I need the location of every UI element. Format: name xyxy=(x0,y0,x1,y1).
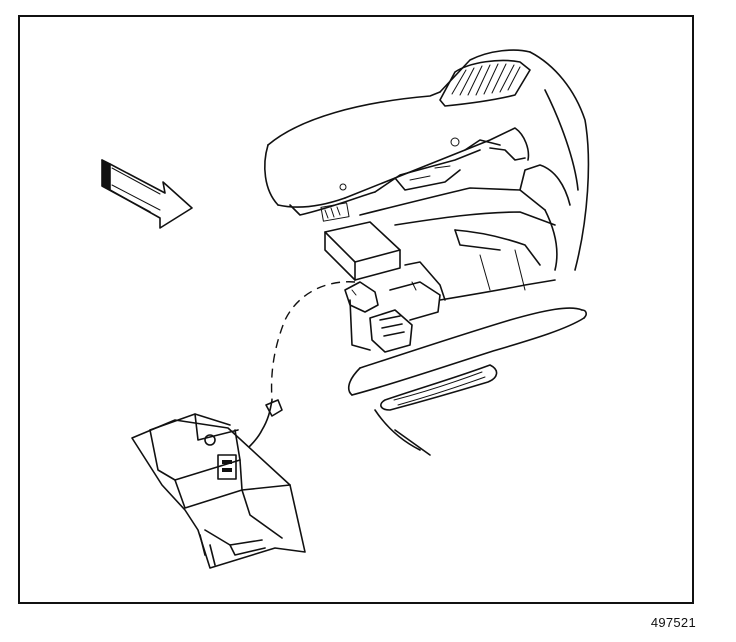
trim-panel-with-outlet xyxy=(131,413,306,569)
figure-frame xyxy=(18,15,694,604)
power-outlet xyxy=(217,454,237,480)
lower-air-vent xyxy=(380,364,498,411)
upper-air-vent xyxy=(439,59,531,107)
figure-number: 497521 xyxy=(650,615,696,630)
wire-harness xyxy=(245,399,273,451)
view-direction-arrow xyxy=(101,159,193,229)
wire-routing-path xyxy=(270,281,356,401)
module-box xyxy=(320,202,401,281)
instrument-panel xyxy=(264,49,590,456)
